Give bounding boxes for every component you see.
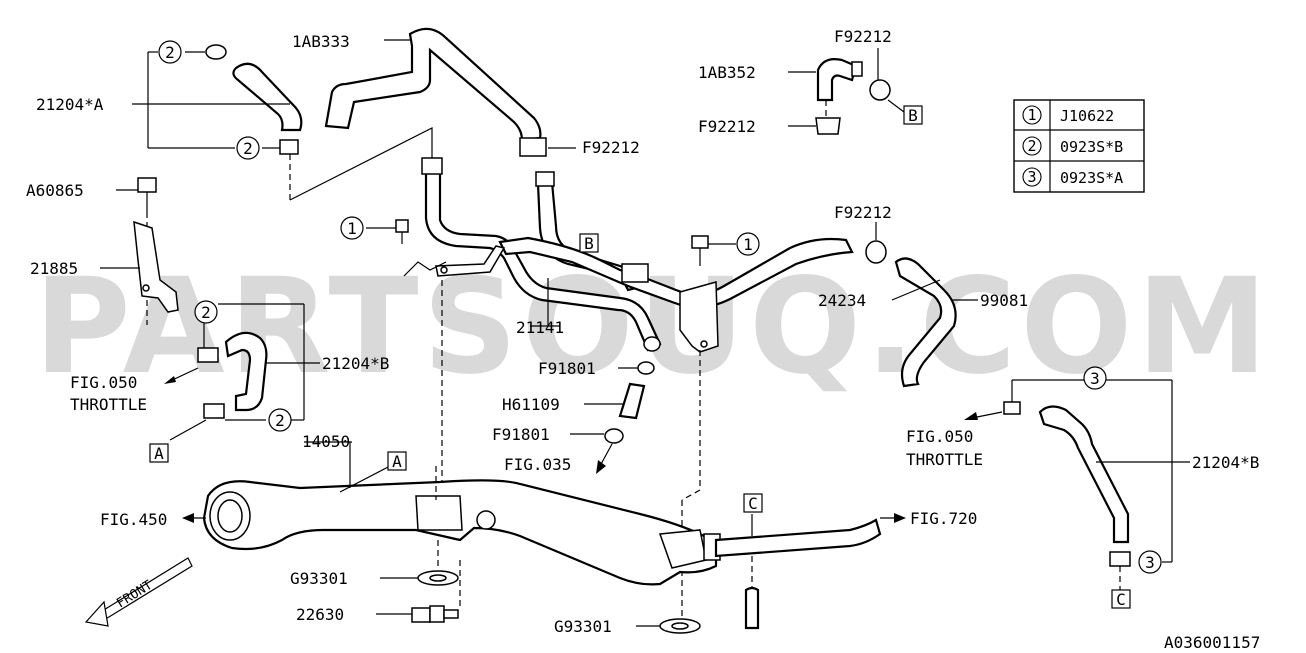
legend-code-1: J10622	[1060, 107, 1114, 125]
callout-2-mid: 2	[243, 139, 253, 158]
legend-code-3: 0923S*A	[1060, 169, 1123, 187]
ref-box-c-center: C	[748, 494, 758, 513]
label-a60865[interactable]: A60865	[26, 181, 84, 200]
hose-h61109[interactable]	[618, 382, 646, 420]
label-21204b-left[interactable]: 21204*B	[322, 354, 389, 373]
label-g93301-right[interactable]: G93301	[554, 617, 612, 636]
label-24234[interactable]: 24234	[818, 291, 866, 310]
front-label: FRONT	[114, 578, 155, 612]
label-f92212-top[interactable]: F92212	[834, 27, 892, 46]
label-14050[interactable]: 14050	[302, 432, 350, 451]
label-fig720[interactable]: FIG.720	[910, 509, 977, 528]
bracket-21885[interactable]	[133, 220, 179, 313]
label-99081[interactable]: 99081	[980, 291, 1028, 310]
label-h61109[interactable]: H61109	[502, 395, 560, 414]
label-fig050-left[interactable]: FIG.050	[70, 373, 137, 392]
label-f91801-top[interactable]: F91801	[538, 359, 596, 378]
label-throttle-left: THROTTLE	[70, 395, 147, 414]
label-22630[interactable]: 22630	[296, 605, 344, 624]
label-f92212-top-left[interactable]: F92212	[698, 117, 756, 136]
hose-99081[interactable]	[865, 240, 957, 388]
sensor-22630[interactable]	[411, 605, 459, 623]
callout-2-top: 2	[165, 43, 175, 62]
label-21141[interactable]: 21141	[516, 318, 564, 337]
bolt-bracket-right[interactable]	[679, 235, 719, 353]
label-21204b-right[interactable]: 21204*B	[1192, 453, 1259, 472]
pipe-14050[interactable]	[202, 479, 721, 586]
callout-1-right: 1	[743, 235, 753, 254]
diagram-id: A036001157	[1164, 633, 1260, 652]
legend-code-2: 0923S*B	[1060, 138, 1123, 156]
bracket-mid[interactable]	[395, 219, 506, 277]
ref-box-a-left: A	[154, 444, 164, 463]
hose-21204b-left[interactable]	[197, 331, 268, 419]
label-1ab352[interactable]: 1AB352	[698, 63, 756, 82]
label-throttle-right: THROTTLE	[906, 450, 983, 469]
ref-box-a-center: A	[392, 452, 402, 471]
callout-3-bottom: 3	[1145, 553, 1155, 572]
legend-table: 1 2 3 J10622 0923S*B 0923S*A	[1013, 99, 1145, 193]
hose-1ab352[interactable]	[815, 58, 891, 135]
label-21204a[interactable]: 21204*A	[36, 95, 104, 114]
label-1ab333[interactable]: 1AB333	[292, 32, 350, 51]
bolt-a60865[interactable]	[137, 177, 157, 212]
ref-box-c-right: C	[1116, 590, 1126, 609]
label-21885[interactable]: 21885	[30, 259, 78, 278]
callout-2-low-bottom: 2	[275, 411, 285, 430]
legend-num-1: 1	[1027, 106, 1036, 124]
label-fig035[interactable]: FIG.035	[504, 455, 571, 474]
label-f91801-bottom[interactable]: F91801	[492, 425, 550, 444]
ref-box-b-center: B	[584, 234, 594, 253]
label-fig450[interactable]: FIG.450	[100, 510, 167, 529]
callout-3-top: 3	[1090, 369, 1100, 388]
callout-1-left: 1	[347, 219, 357, 238]
pipe-1ab333[interactable]	[324, 27, 547, 157]
hose-21141[interactable]	[421, 157, 854, 352]
legend-num-3: 3	[1027, 168, 1036, 186]
ref-box-b-top: B	[908, 106, 918, 125]
hose-21204b-right[interactable]	[1003, 401, 1131, 567]
label-fig050-right[interactable]: FIG.050	[906, 427, 973, 446]
hose-21204a[interactable]	[205, 44, 303, 155]
front-arrow	[84, 557, 193, 627]
callout-circles	[158, 40, 1162, 574]
callout-2-low-top: 2	[201, 303, 211, 322]
legend-num-2: 2	[1027, 137, 1036, 155]
label-g93301-left[interactable]: G93301	[290, 569, 348, 588]
ref-boxes	[149, 105, 1131, 609]
label-f92212-right[interactable]: F92212	[834, 203, 892, 222]
label-f92212-mid[interactable]: F92212	[582, 138, 640, 157]
